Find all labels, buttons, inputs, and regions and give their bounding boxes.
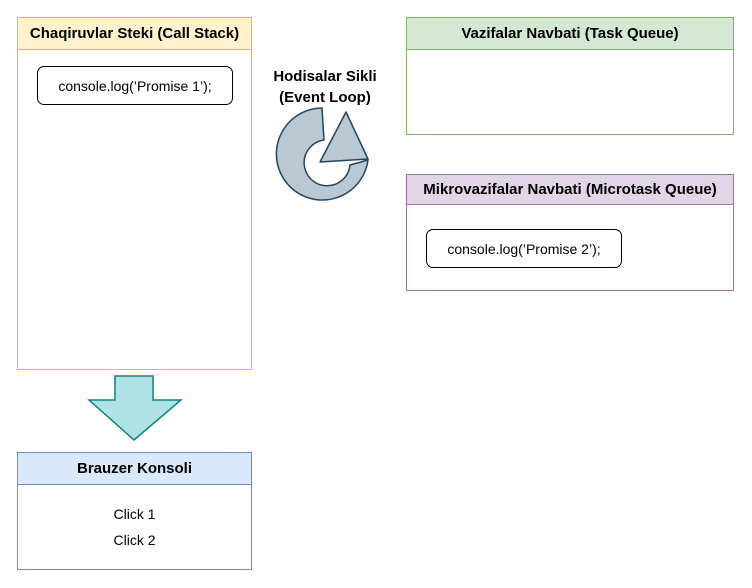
browser-console-panel: Brauzer Konsoli Click 1 Click 2 <box>17 452 252 570</box>
microtask-queue-item: console.log(’Promise 2’); <box>426 229 622 268</box>
call-stack-item: console.log(’Promise 1’); <box>37 66 233 105</box>
console-line: Click 2 <box>113 532 156 548</box>
console-line: Click 1 <box>113 506 156 522</box>
call-stack-title: Chaqiruvlar Steki (Call Stack) <box>18 18 251 50</box>
event-loop-label-line1: Hodisalar Sikli <box>273 68 377 85</box>
call-stack-panel: Chaqiruvlar Steki (Call Stack) console.l… <box>17 17 252 370</box>
browser-console-title: Brauzer Konsoli <box>18 453 251 485</box>
event-loop-label: Hodisalar Sikli (Event Loop) <box>255 66 395 108</box>
microtask-queue-title: Mikrovazifalar Navbati (Microtask Queue) <box>407 175 733 205</box>
console-output: Click 1 Click 2 <box>18 501 251 553</box>
microtask-queue-panel: Mikrovazifalar Navbati (Microtask Queue)… <box>406 174 734 291</box>
loop-ring <box>275 107 369 201</box>
task-queue-panel: Vazifalar Navbati (Task Queue) <box>406 17 734 135</box>
down-arrow-icon <box>87 375 184 441</box>
task-queue-title: Vazifalar Navbati (Task Queue) <box>407 18 733 50</box>
event-loop-label-line2: (Event Loop) <box>279 89 371 106</box>
circular-arrow-icon <box>275 107 369 201</box>
loop-arrowhead <box>319 111 369 163</box>
